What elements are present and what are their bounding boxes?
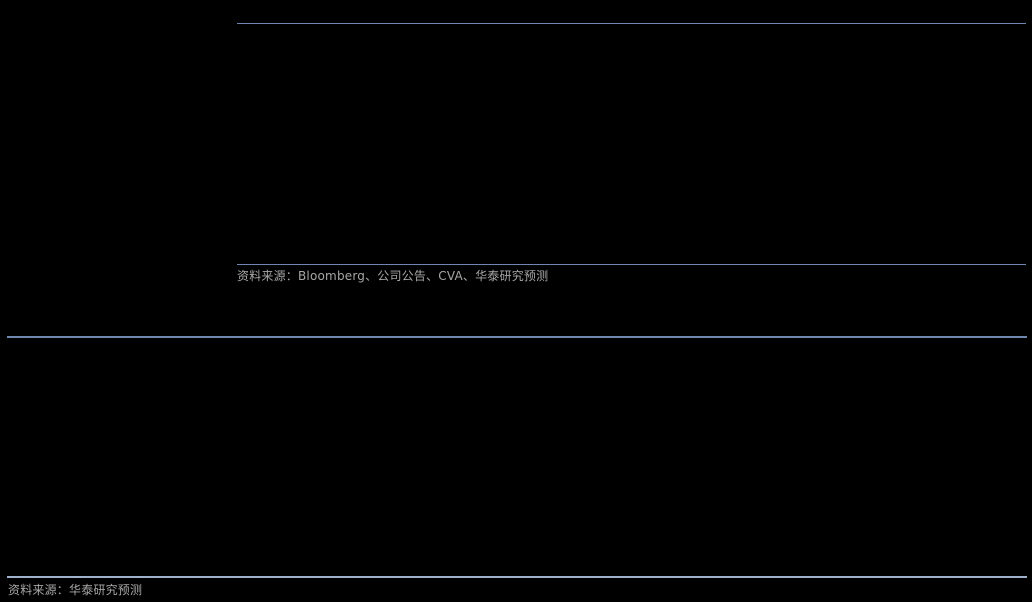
top-figure-top-rule xyxy=(237,23,1026,24)
bottom-figure-content-area xyxy=(7,338,1027,576)
top-figure-source-note: 资料来源：Bloomberg、公司公告、CVA、华泰研究预测 xyxy=(237,269,549,283)
bottom-figure-source-note: 资料来源：华泰研究预测 xyxy=(8,583,143,597)
bottom-figure-top-rule xyxy=(7,336,1027,338)
top-figure-bottom-rule xyxy=(237,264,1026,265)
top-figure-content-area xyxy=(237,24,1026,264)
bottom-figure-bottom-rule xyxy=(7,576,1027,578)
